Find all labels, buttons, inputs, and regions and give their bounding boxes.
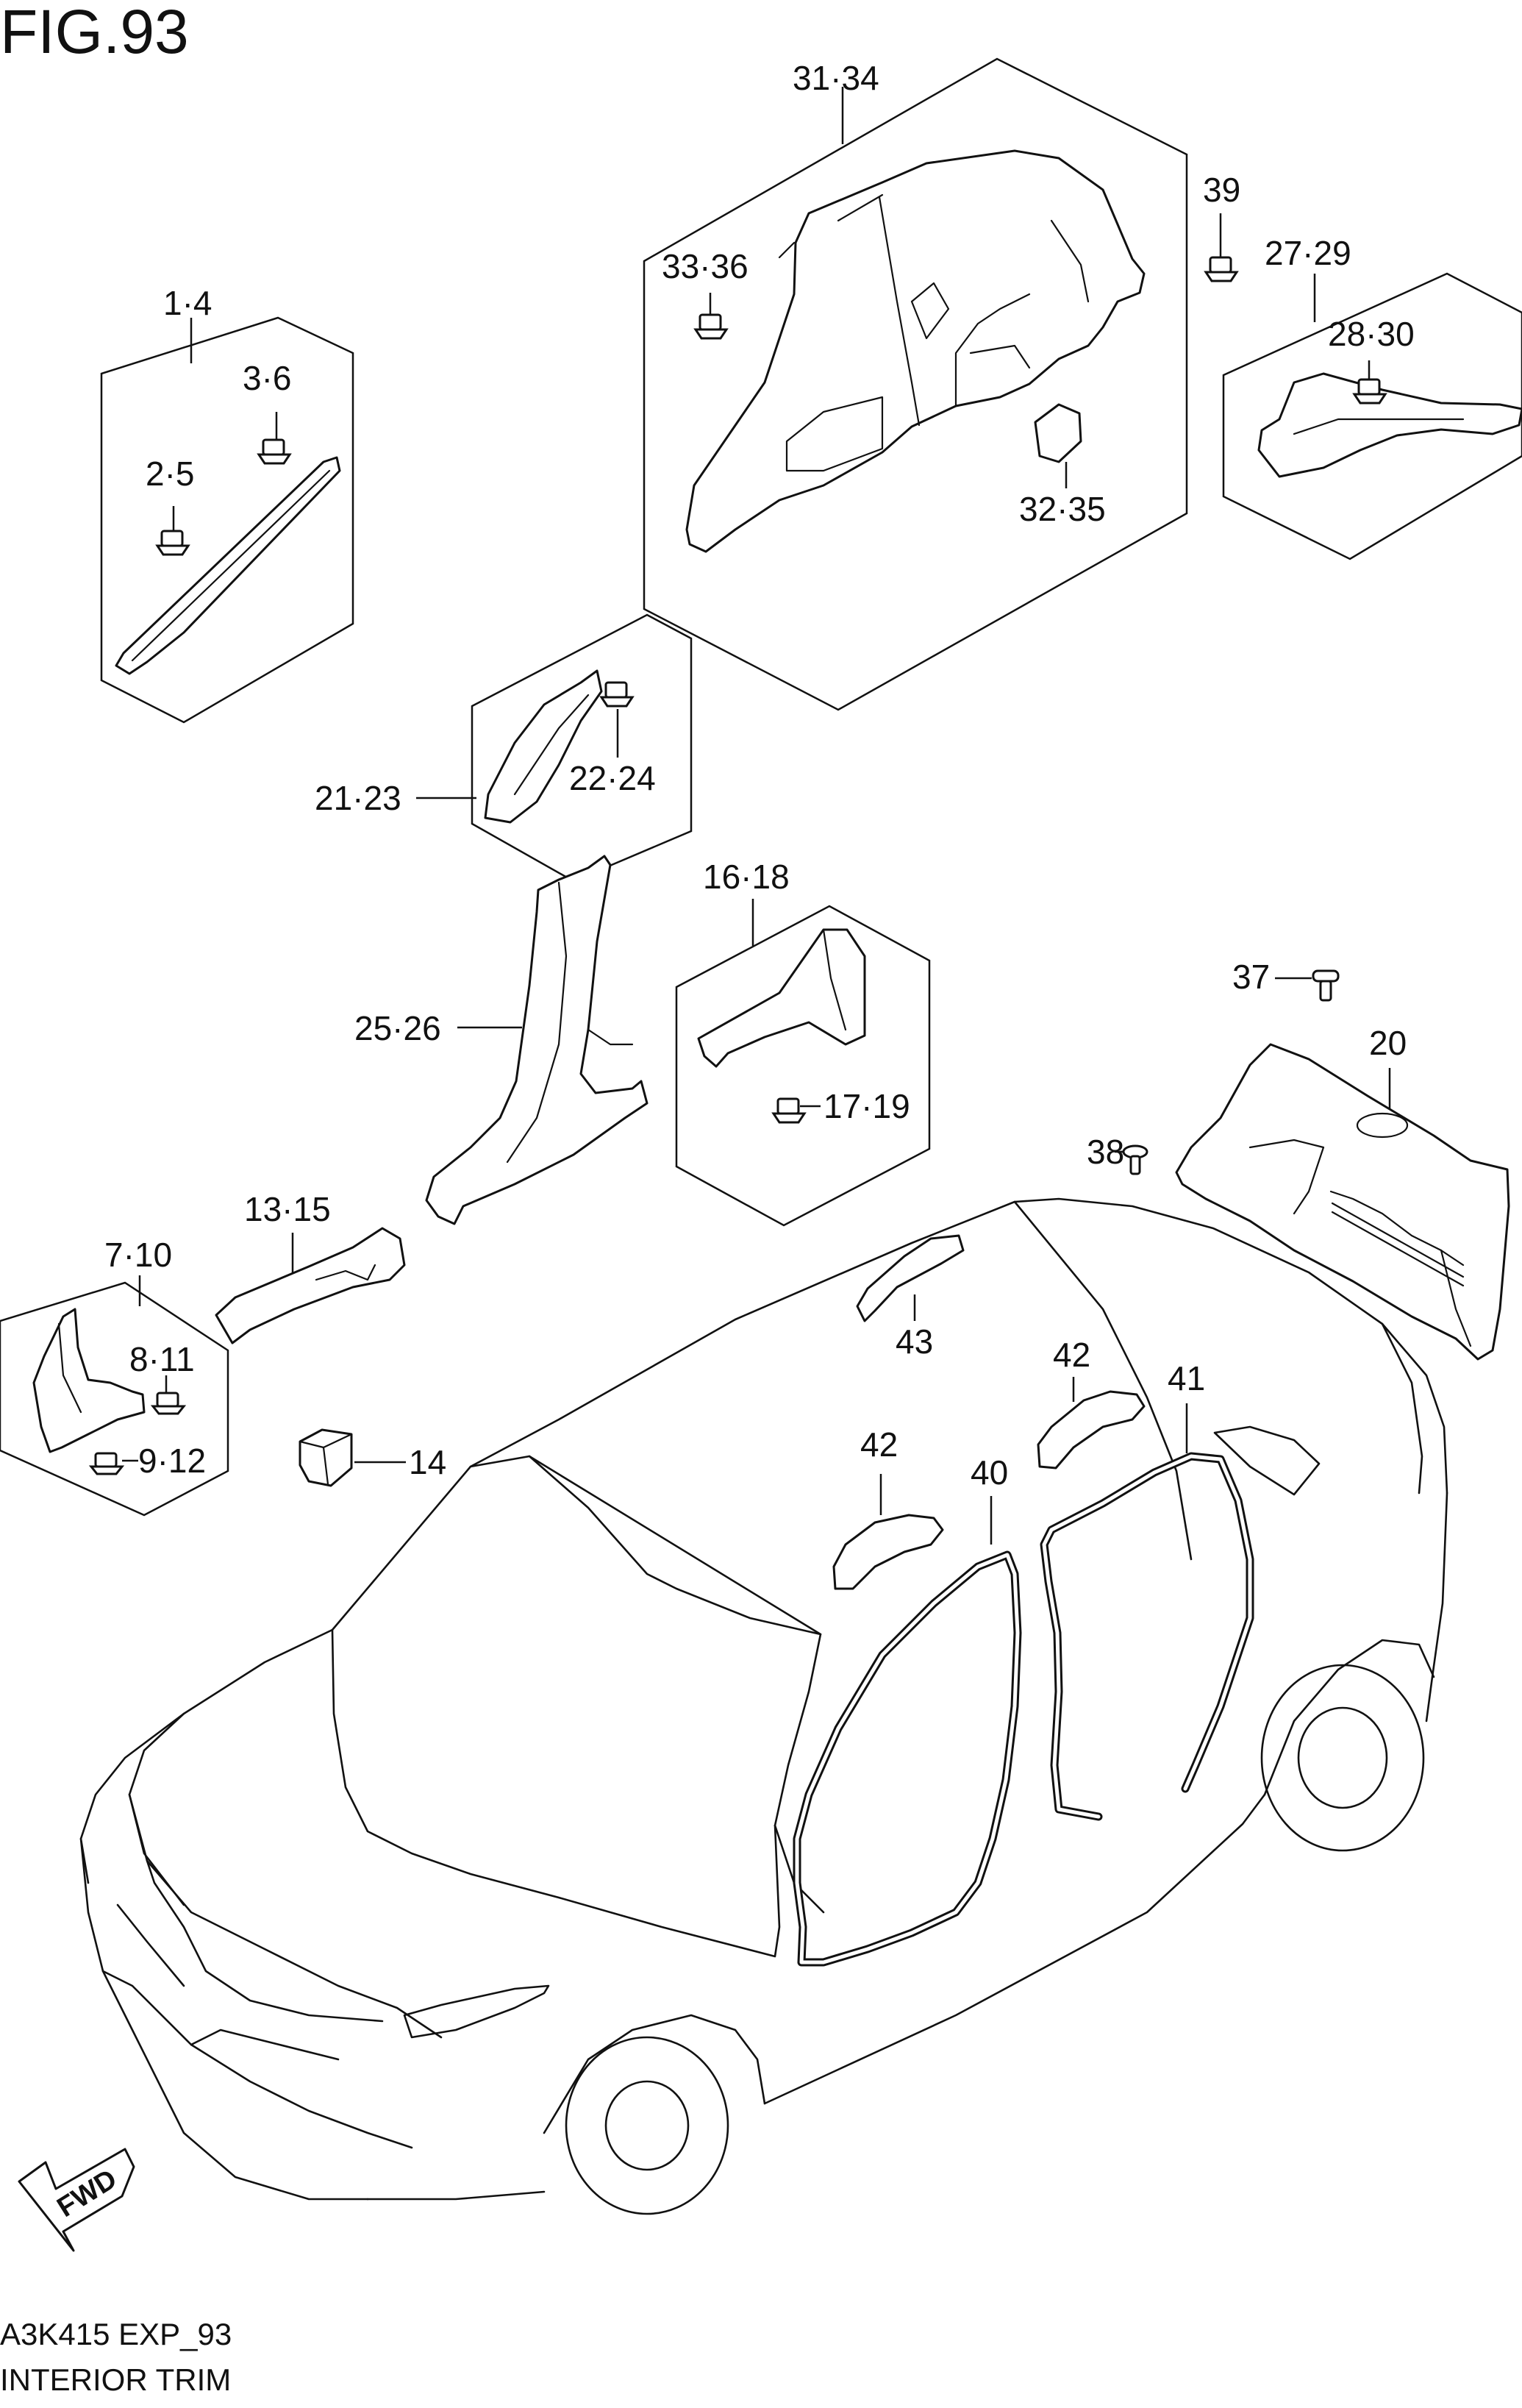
callout-21-23: 21·23 [315,779,401,817]
vehicle-outline [79,1197,1448,2215]
group-clip-39: 39 [1203,171,1240,282]
bracket [299,1428,353,1487]
group-luggage-side-trim: 20 [1175,1024,1510,1361]
figure-name: INTERIOR TRIM [0,2362,231,2397]
kick-trim [32,1308,146,1453]
callout-25-26: 25·26 [354,1009,441,1047]
group-quarter-inner-trim: 31·34 33·36 32·35 [643,57,1188,711]
scuff-plate-rear [215,1227,406,1344]
front-door-weatherstrip [793,1550,1022,1967]
callout-7-10: 7·10 [104,1236,172,1274]
assist-grip-middle [832,1514,944,1590]
group-wheelhouse-trim: 27·29 28·30 [1222,234,1522,560]
callout-40: 40 [971,1453,1008,1492]
front-pillar-garnish [115,456,341,675]
callout-41: 41 [1168,1359,1205,1397]
callout-16-18: 16·18 [703,858,790,896]
group-frame [643,57,1188,711]
group-scuff-rear: 13·15 [215,1190,406,1344]
clip-icon [1312,969,1340,1002]
group-frame [1222,272,1522,560]
wheelhouse-trim [1257,372,1522,478]
callout-14: 14 [409,1443,446,1481]
clip-icon [1352,378,1387,405]
center-pillar-upper-trim [484,669,603,824]
callout-28-30: 28·30 [1328,315,1415,353]
center-pillar-lower-trim [425,855,649,1225]
group-clip-38: 38 [1087,1133,1148,1175]
callout-1-4: 1·4 [163,284,212,322]
callout-13-15: 13·15 [244,1190,331,1228]
group-frame [675,905,931,1227]
group-frame [0,1281,229,1517]
callout-9-12: 9·12 [138,1442,206,1480]
callout-37: 37 [1232,958,1270,996]
callout-20: 20 [1369,1024,1407,1062]
clip-icon [88,1452,125,1475]
clip-icon [150,1392,187,1415]
luggage-side-trim [1175,1043,1510,1361]
clip-icon [771,1097,807,1124]
scuff-plate [697,928,866,1068]
callout-27-29: 27·29 [1265,234,1351,272]
group-clip-37: 37 [1232,958,1340,1002]
fwd-arrow: FWD [18,2148,135,2252]
figure-title: FIG.93 [0,0,189,66]
figure-code: A3K415 EXP_93 [0,2317,232,2351]
callout-42a: 42 [860,1425,898,1464]
callout-39: 39 [1203,171,1240,209]
callout-31-34: 31·34 [793,59,879,97]
clip-icon [257,438,292,465]
callout-8-11: 8·11 [129,1340,195,1378]
callout-42b: 42 [1053,1336,1090,1374]
group-center-pillar-upper: 21·23 22·24 [315,613,693,883]
clip-icon [693,313,729,340]
fwd-arrow-icon [18,2148,135,2252]
group-bracket-14: 14 [299,1428,446,1487]
group-front-pillar-garnish: 1·4 3·6 2·5 [100,284,354,724]
clip-icon [1204,256,1239,282]
rear-door-weatherstrip [1040,1452,1254,1821]
callout-43: 43 [896,1322,933,1361]
group-center-pillar-lower: 25·26 [354,855,649,1225]
assist-grip-rear [1037,1390,1146,1470]
group-scuff-plate: 16·18 17·19 [675,858,931,1227]
clip-icon [155,530,190,556]
clip-icon [1122,1144,1148,1175]
clip-icon [599,681,635,708]
group-frame [100,316,354,724]
callout-3-6: 3·6 [243,359,291,397]
quarter-inner-trim [685,149,1146,553]
callout-33-36: 33·36 [662,247,749,285]
group-assist-grips: 43 42 42 [832,1234,1146,1590]
group-kick-trim: 7·10 8·11 9·12 [0,1236,229,1517]
callout-2-5: 2·5 [146,455,194,493]
callout-17-19: 17·19 [823,1087,910,1125]
callout-32-35: 32·35 [1019,490,1106,528]
group-frame [471,613,693,883]
callout-22-24: 22·24 [569,759,656,797]
group-weatherstrips: 40 41 [793,1359,1254,1967]
assist-grip-front [856,1234,965,1322]
quarter-trim-patch [1034,403,1082,463]
